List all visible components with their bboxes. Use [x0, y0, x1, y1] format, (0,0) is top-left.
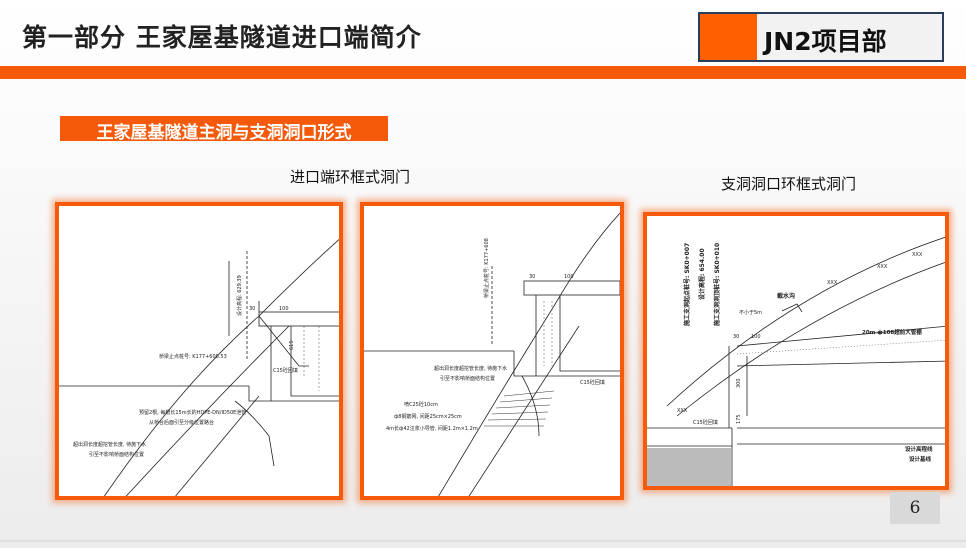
left-design-elev: 设计高程: 629.39: [236, 275, 243, 316]
right-xxx-1: XXX: [827, 280, 838, 286]
left-stake-label: 桥梁止点桩号: K177+608.53: [159, 353, 227, 360]
drawing-main-portal-middle: C15砼回填 喷C25砼10cm ф8钢筋网, 间距25cm×25cm 4m长ф…: [360, 202, 624, 500]
header-divider: [0, 66, 966, 79]
right-design-line: 设计高程线: [905, 445, 933, 453]
page-number: 6: [890, 492, 940, 524]
drawing-right-svg: 施工支洞起点桩号: SK0+007 施工支洞洞顶桩号: SK0+010 设计高程…: [647, 236, 945, 486]
left-dim-615: 615: [289, 340, 295, 350]
caption-branch-portal: 支洞洞口环框式洞门: [721, 175, 857, 193]
footer-divider: [0, 540, 966, 542]
left-dim-100: 100: [279, 306, 289, 312]
left-note-b: 从桥台后面引至分级位置路台: [149, 419, 214, 426]
left-dim-30: 30: [249, 306, 255, 312]
drawing-left-svg: 桥梁止点桩号: K177+608.53 C15砼回填 预留2根, 每根长15m长…: [59, 239, 339, 496]
page-title: 第一部分 王家屋基隧道进口端简介: [22, 23, 422, 52]
right-xxx-3: XXX: [912, 252, 923, 258]
caption-main-portal: 进口端环框式洞门: [290, 168, 411, 186]
middle-note-a: 超出洞长度超挖管长度, 待施下水: [434, 365, 507, 372]
right-station2: 施工支洞洞顶桩号: SK0+010: [713, 243, 721, 326]
middle-dim-100: 100: [564, 274, 574, 280]
right-dim-30: 30: [733, 334, 739, 340]
right-station1: 施工支洞起点桩号: SK0+007: [683, 243, 691, 326]
drawing-middle-svg: C15砼回填 喷C25砼10cm ф8钢筋网, 间距25cm×25cm 4m长ф…: [364, 212, 620, 496]
right-design-base: 设计基线: [909, 455, 932, 463]
middle-bolt-label: 4m长ф42注浆小导管, 间距1.2m×1.2m: [386, 425, 478, 432]
right-xxx-2: XXX: [877, 264, 888, 270]
right-c15: C15砼回填: [693, 419, 718, 426]
middle-note-b: 引至不影响桥面结构位置: [440, 375, 495, 382]
drawing-branch-portal: 施工支洞起点桩号: SK0+007 施工支洞洞顶桩号: SK0+010 设计高程…: [643, 212, 949, 490]
right-min-dist: 不小于5m: [739, 309, 762, 316]
middle-stake-label: 桥梁止点桩号: K177+608: [483, 238, 490, 298]
middle-shotcrete-label: 喷C25砼10cm: [404, 401, 438, 408]
right-dim-100: 100: [751, 334, 761, 340]
department-label: JN2项目部: [764, 27, 887, 56]
department-color-block: [700, 14, 757, 60]
right-xxx-4: XXX: [677, 408, 688, 414]
right-dim-300: 300: [736, 378, 742, 388]
left-note-d: 引至不影响桥面结构位置: [89, 451, 144, 458]
right-pipe: 20m ф108超前大管棚: [862, 328, 922, 336]
right-elev: 设计高程: 654.00: [698, 248, 706, 300]
right-dim-175: 175: [736, 414, 742, 424]
drawing-main-portal-left: 桥梁止点桩号: K177+608.53 C15砼回填 预留2根, 每根长15m长…: [55, 202, 343, 500]
middle-mesh-label: ф8钢筋网, 间距25cm×25cm: [394, 413, 462, 420]
left-note-a: 预留2根, 每根长15m长的HDPE-DN/ID50E泄管: [139, 409, 246, 416]
right-ditch: 截水沟: [777, 292, 795, 300]
left-c15-label: C15砼回填: [273, 367, 298, 374]
section-banner: 王家屋基隧道主洞与支洞洞口形式: [60, 116, 388, 143]
left-note-c: 超出洞长度超挖管长度, 待施下水: [73, 441, 146, 448]
middle-c15-label: C15砼回填: [580, 379, 605, 386]
section-title: 王家屋基隧道主洞与支洞洞口形式: [96, 123, 352, 143]
department-badge: JN2项目部: [698, 12, 944, 62]
middle-dim-30: 30: [529, 274, 535, 280]
